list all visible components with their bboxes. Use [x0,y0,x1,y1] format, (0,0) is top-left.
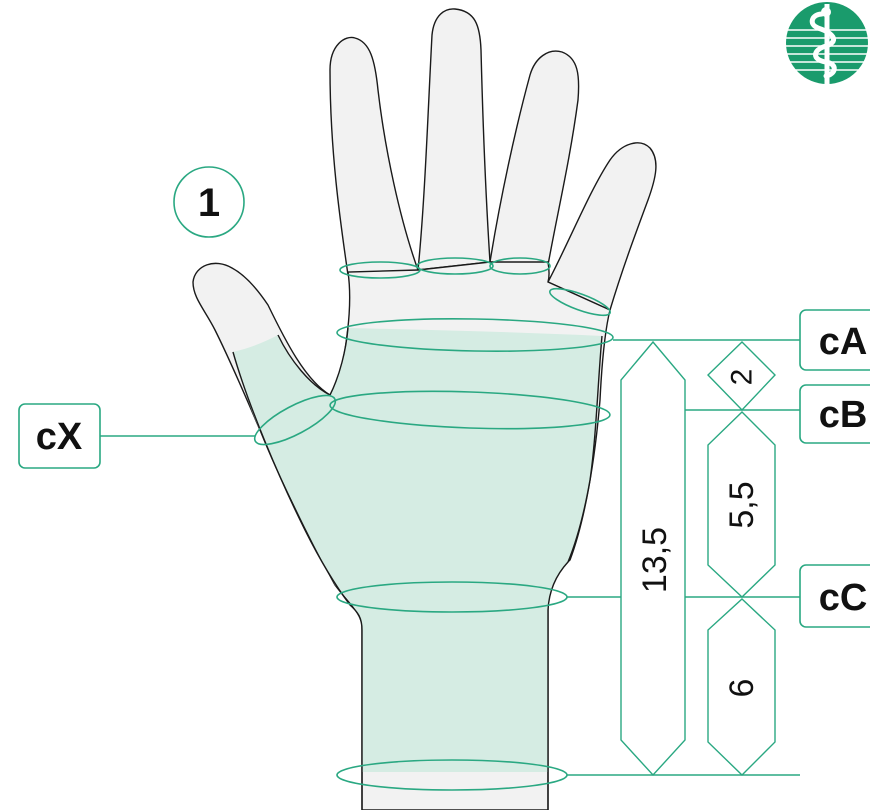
a-to-b-value: 2 [726,369,759,386]
circumference-cX [253,394,337,446]
finger-base-circumference-4 [549,287,611,317]
label-cA: cA [819,321,868,363]
glove-garment [232,327,603,810]
label-cB: cB [819,394,868,436]
hand-outline-right [547,335,603,810]
dimension-b-c [707,411,776,598]
garment-body [233,328,602,772]
label-cB-box: cB [799,384,870,444]
middle-finger [417,8,491,271]
index-finger [329,36,419,276]
caduceus-icon [786,2,868,84]
hand-outline-left [232,351,363,810]
label-cC: cC [819,577,868,619]
dimension-c-bottom [707,598,776,776]
label-cX-box: cX [18,403,101,469]
finger-base-circumference-2 [416,257,494,275]
circumference-cA [336,318,614,352]
little-finger [547,142,657,311]
ring-finger [489,50,580,266]
step-badge: 1 [173,166,245,238]
label-cA-box: cA [799,309,870,371]
thumb-crotch-outline [277,327,349,396]
b-to-c-value: 5,5 [723,481,761,528]
circumference-cB [329,390,611,430]
dimension-markers [620,340,776,777]
dimension-total [620,340,686,777]
finger-base-circumference-3 [489,257,551,275]
total-length-value: 13,5 [636,527,674,593]
label-cX: cX [36,416,83,458]
c-to-bottom-value: 6 [723,679,761,698]
step-number: 1 [198,181,220,225]
dimension-a-b [707,341,776,412]
label-cC-box: cC [799,564,870,628]
dimension-values: 13,5 2 5,5 6 [636,369,761,698]
